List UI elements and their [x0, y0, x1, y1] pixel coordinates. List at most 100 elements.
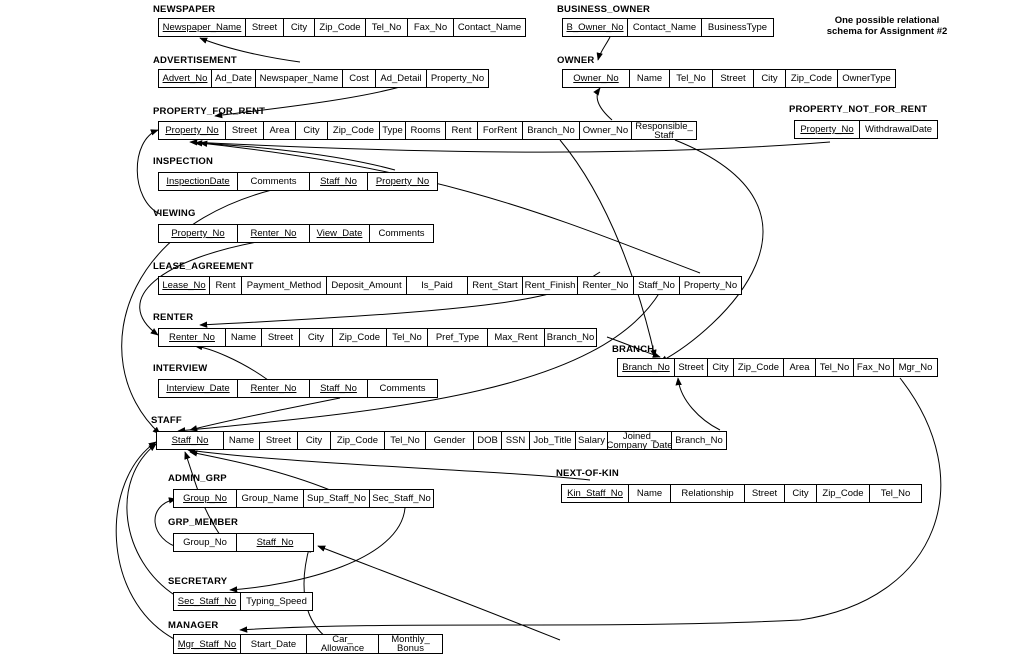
attribute-cell: Rooms — [405, 121, 446, 140]
attribute-cell: Relationship — [670, 484, 745, 503]
attribute-cell: Deposit_Amount — [326, 276, 407, 295]
attribute-label: Tel_No — [819, 362, 850, 373]
entity-title: LEASE_AGREEMENT — [153, 261, 254, 272]
entity-title: SECRETARY — [168, 576, 228, 587]
relationship-arrow-advert-property — [214, 83, 411, 119]
attribute-cell: Group_Name — [236, 489, 304, 508]
relationship-arrow-interview-staff — [189, 397, 341, 432]
attribute-label: InspectionDate — [166, 176, 230, 187]
attribute-cell: Comments — [369, 224, 434, 243]
attribute-cell: Joined_ Company_Date — [607, 431, 672, 450]
attribute-cell: Name — [628, 484, 671, 503]
attribute-cell: Pref_Type — [427, 328, 488, 347]
attribute-label: Name — [636, 73, 663, 84]
attribute-cell: Rent — [209, 276, 242, 295]
attribute-label: City — [303, 125, 320, 136]
attribute-cell: Tel_No — [869, 484, 922, 503]
attribute-label: Tel_No — [392, 332, 422, 343]
entity-title: PROPERTY_NOT_FOR_RENT — [789, 104, 928, 115]
attribute-label: Group_Name — [241, 493, 299, 504]
attribute-label: City — [712, 362, 729, 373]
attribute-cell: Rent_Start — [467, 276, 523, 295]
attribute-label: Newspaper_Name — [162, 22, 242, 33]
primary-key-attribute: Staff_No — [156, 431, 224, 450]
attribute-cell: Contact_Name — [453, 18, 526, 37]
attribute-cell: Street — [261, 328, 300, 347]
attribute-cell: Zip_Code — [327, 121, 380, 140]
relationship-arrow-secretary-staff — [126, 443, 177, 597]
attribute-label: Zip_Code — [790, 73, 833, 84]
attribute-label: Rent_Finish — [524, 280, 576, 291]
relationship-arrow-property-staff-responsible — [659, 139, 764, 363]
attribute-label: Tel_No — [676, 73, 706, 84]
attribute-cell: SSN — [501, 431, 530, 450]
entity-title: INTERVIEW — [153, 363, 208, 374]
attribute-label: Joined_ Company_Date — [607, 431, 672, 450]
attribute-label: Property_No — [165, 125, 219, 136]
attribute-label: View_Date — [316, 228, 363, 239]
entity-title: ADMIN_GRP — [168, 473, 227, 484]
attribute-label: Job_Title — [533, 435, 572, 446]
entity-title: OWNER — [557, 55, 595, 66]
primary-key-attribute: Group_No — [173, 489, 237, 508]
primary-key-attribute: Staff_No — [236, 533, 314, 552]
attribute-label: Max_Rent — [494, 332, 538, 343]
attribute-label: Lease_No — [162, 280, 206, 291]
attribute-cell: Name — [225, 328, 262, 347]
attribute-label: Advert_No — [162, 73, 208, 84]
attribute-cell: Group_No — [173, 533, 237, 552]
attribute-label: Property_No — [683, 280, 738, 291]
attribute-label: OwnerType — [842, 73, 891, 84]
attribute-cell: City — [753, 69, 786, 88]
primary-key-attribute: Renter_No — [237, 224, 310, 243]
attribute-cell: Branch_No — [522, 121, 580, 140]
primary-key-attribute: View_Date — [309, 224, 370, 243]
attribute-cell: Property_No — [679, 276, 742, 295]
attribute-cell: Job_Title — [529, 431, 576, 450]
attribute-cell: Ad_Date — [211, 69, 256, 88]
primary-key-attribute: Property_No — [158, 224, 238, 243]
attribute-cell: Type — [379, 121, 406, 140]
attribute-cell: Renter_No — [577, 276, 634, 295]
attribute-cell: Zip_Code — [816, 484, 870, 503]
attribute-label: Sup_Staff_No — [307, 493, 366, 504]
attribute-label: Branch_No — [527, 125, 575, 136]
attribute-label: Name — [636, 488, 663, 499]
attribute-cell: Monthly_ Bonus — [378, 634, 443, 654]
attribute-label: Pref_Type — [435, 332, 480, 343]
attribute-label: Street — [267, 332, 294, 343]
attribute-label: BusinessType — [707, 22, 768, 33]
attribute-cell: Contact_Name — [627, 18, 702, 37]
entity-title: BRANCH — [612, 344, 655, 355]
attribute-label: Newspaper_Name — [259, 73, 339, 84]
attribute-cell: Street — [225, 121, 264, 140]
attribute-cell: City — [299, 328, 333, 347]
attribute-label: Rent_Start — [472, 280, 518, 291]
attribute-cell: Tel_No — [815, 358, 854, 377]
entity-title: STAFF — [151, 415, 182, 426]
attribute-label: Sec_Staff_No — [177, 596, 237, 607]
attribute-label: City — [792, 488, 809, 499]
entity-title: MANAGER — [168, 620, 219, 631]
attribute-cell: Zip_Code — [785, 69, 838, 88]
primary-key-attribute: InspectionDate — [158, 172, 238, 191]
attribute-label: Property_No — [171, 228, 225, 239]
primary-key-attribute: Branch_No — [617, 358, 675, 377]
attribute-cell: Start_Date — [240, 634, 307, 654]
attribute-cell: Tel_No — [386, 328, 428, 347]
attribute-cell: Is_Paid — [406, 276, 468, 295]
attribute-label: Owner_No — [582, 125, 629, 136]
attribute-label: Rooms — [410, 125, 441, 136]
attribute-label: Street — [720, 73, 746, 84]
attribute-label: Tel_No — [880, 488, 911, 499]
attribute-label: Staff_No — [638, 280, 675, 291]
attribute-label: Zip_Code — [336, 435, 379, 446]
relationship-arrow-staff-branch — [675, 377, 721, 431]
attribute-label: Staff_No — [171, 435, 209, 446]
attribute-cell: City — [784, 484, 817, 503]
primary-key-attribute: Property_No — [367, 172, 438, 191]
